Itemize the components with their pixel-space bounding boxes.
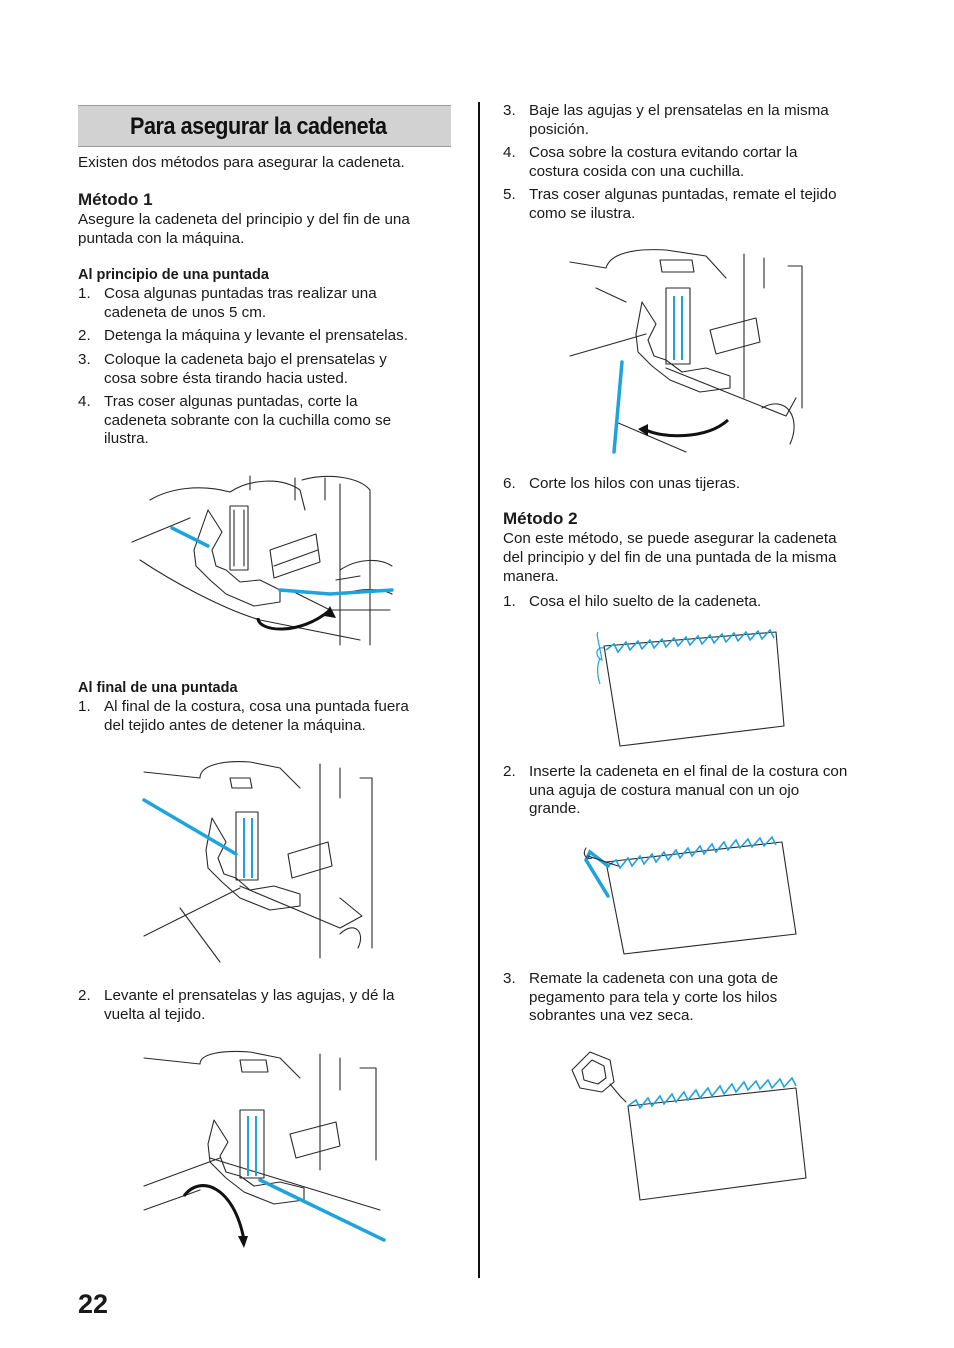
step-text: Tras coser algunas puntadas, remate el t… bbox=[529, 186, 837, 203]
step-text: cosa sobre ésta tirando hacia usted. bbox=[104, 369, 348, 387]
step-number: 5. bbox=[503, 186, 516, 203]
step-text: Remate la cadeneta con una gota de bbox=[529, 970, 779, 987]
step-text: sobrantes una vez seca. bbox=[529, 1007, 694, 1024]
step-text: cadeneta de unos 5 cm. bbox=[104, 303, 267, 321]
step-number: 2. bbox=[78, 327, 91, 344]
step-text: ilustra. bbox=[104, 430, 149, 447]
step-text: Inserte la cadeneta en el final de la co… bbox=[529, 763, 848, 780]
section-title-bar: Para asegurar la cadeneta bbox=[78, 105, 451, 147]
intro-text: Existen dos métodos para asegurar la cad… bbox=[78, 154, 405, 171]
step-number: 1. bbox=[503, 593, 516, 610]
step-text: Cosa algunas puntadas tras realizar una bbox=[104, 285, 377, 302]
step-number: 3. bbox=[78, 351, 91, 368]
step-text: del tejido antes de detener la máquina. bbox=[104, 716, 366, 734]
step-text: costura cosida con una cuchilla. bbox=[529, 162, 745, 180]
method2-desc-line3: manera. bbox=[503, 568, 559, 585]
step-number: 1. bbox=[78, 285, 91, 302]
section-title: Para asegurar la cadeneta bbox=[130, 113, 387, 140]
method1-heading: Método 1 bbox=[78, 190, 153, 209]
step-number: 4. bbox=[78, 393, 91, 410]
step-text: cadeneta sobrante con la cuchilla como s… bbox=[104, 411, 392, 429]
method2-desc-line2: del principio y del fin de una puntada d… bbox=[503, 549, 837, 566]
machine-foot-illustration bbox=[142, 761, 373, 963]
machine-foot-illustration bbox=[143, 1050, 386, 1248]
step-text: Tras coser algunas puntadas, corte la bbox=[104, 393, 358, 410]
fabric-chain-illustration bbox=[583, 835, 797, 955]
step-text: Cosa el hilo suelto de la cadeneta. bbox=[529, 593, 762, 610]
step-text: Coloque la cadeneta bajo el prensatelas … bbox=[104, 351, 387, 368]
step-text: Cosa sobre la costura evitando cortar la bbox=[529, 144, 798, 161]
method1-desc-line1: Asegure la cadeneta del principio y del … bbox=[78, 211, 410, 228]
step-number: 2. bbox=[78, 987, 91, 1004]
machine-foot-illustration bbox=[569, 249, 803, 454]
step-text: vuelta al tejido. bbox=[104, 1005, 206, 1023]
end-heading: Al final de una puntada bbox=[78, 680, 238, 696]
step-number: 4. bbox=[503, 144, 516, 161]
step-text: posición. bbox=[529, 120, 589, 138]
step-number: 2. bbox=[503, 763, 516, 780]
step-text: Corte los hilos con unas tijeras. bbox=[529, 475, 741, 492]
step-number: 1. bbox=[78, 698, 91, 715]
step-number: 6. bbox=[503, 475, 516, 492]
step-text: pegamento para tela y corte los hilos bbox=[529, 988, 778, 1006]
step-number: 3. bbox=[503, 970, 516, 987]
method2-heading: Método 2 bbox=[503, 509, 578, 528]
start-heading: Al principio de una puntada bbox=[78, 267, 269, 283]
step-text: Detenga la máquina y levante el prensate… bbox=[104, 327, 408, 344]
step-text: Al final de la costura, cosa una puntada… bbox=[104, 698, 409, 715]
page-number: 22 bbox=[78, 1289, 109, 1319]
step-text: una aguja de costura manual con un ojo bbox=[529, 781, 800, 799]
step-text: grande. bbox=[529, 800, 581, 817]
glue-bottle-illustration bbox=[571, 1051, 807, 1201]
machine-foot-illustration bbox=[131, 475, 394, 646]
fabric-chain-illustration bbox=[596, 628, 785, 747]
step-text: Baje las agujas y el prensatelas en la m… bbox=[529, 102, 829, 119]
method2-desc-line1: Con este método, se puede asegurar la ca… bbox=[503, 530, 837, 547]
method1-desc-line2: puntada con la máquina. bbox=[78, 230, 245, 247]
column-divider bbox=[478, 102, 480, 1278]
step-number: 3. bbox=[503, 102, 516, 119]
step-text: como se ilustra. bbox=[529, 204, 636, 222]
step-text: Levante el prensatelas y las agujas, y d… bbox=[104, 987, 395, 1004]
